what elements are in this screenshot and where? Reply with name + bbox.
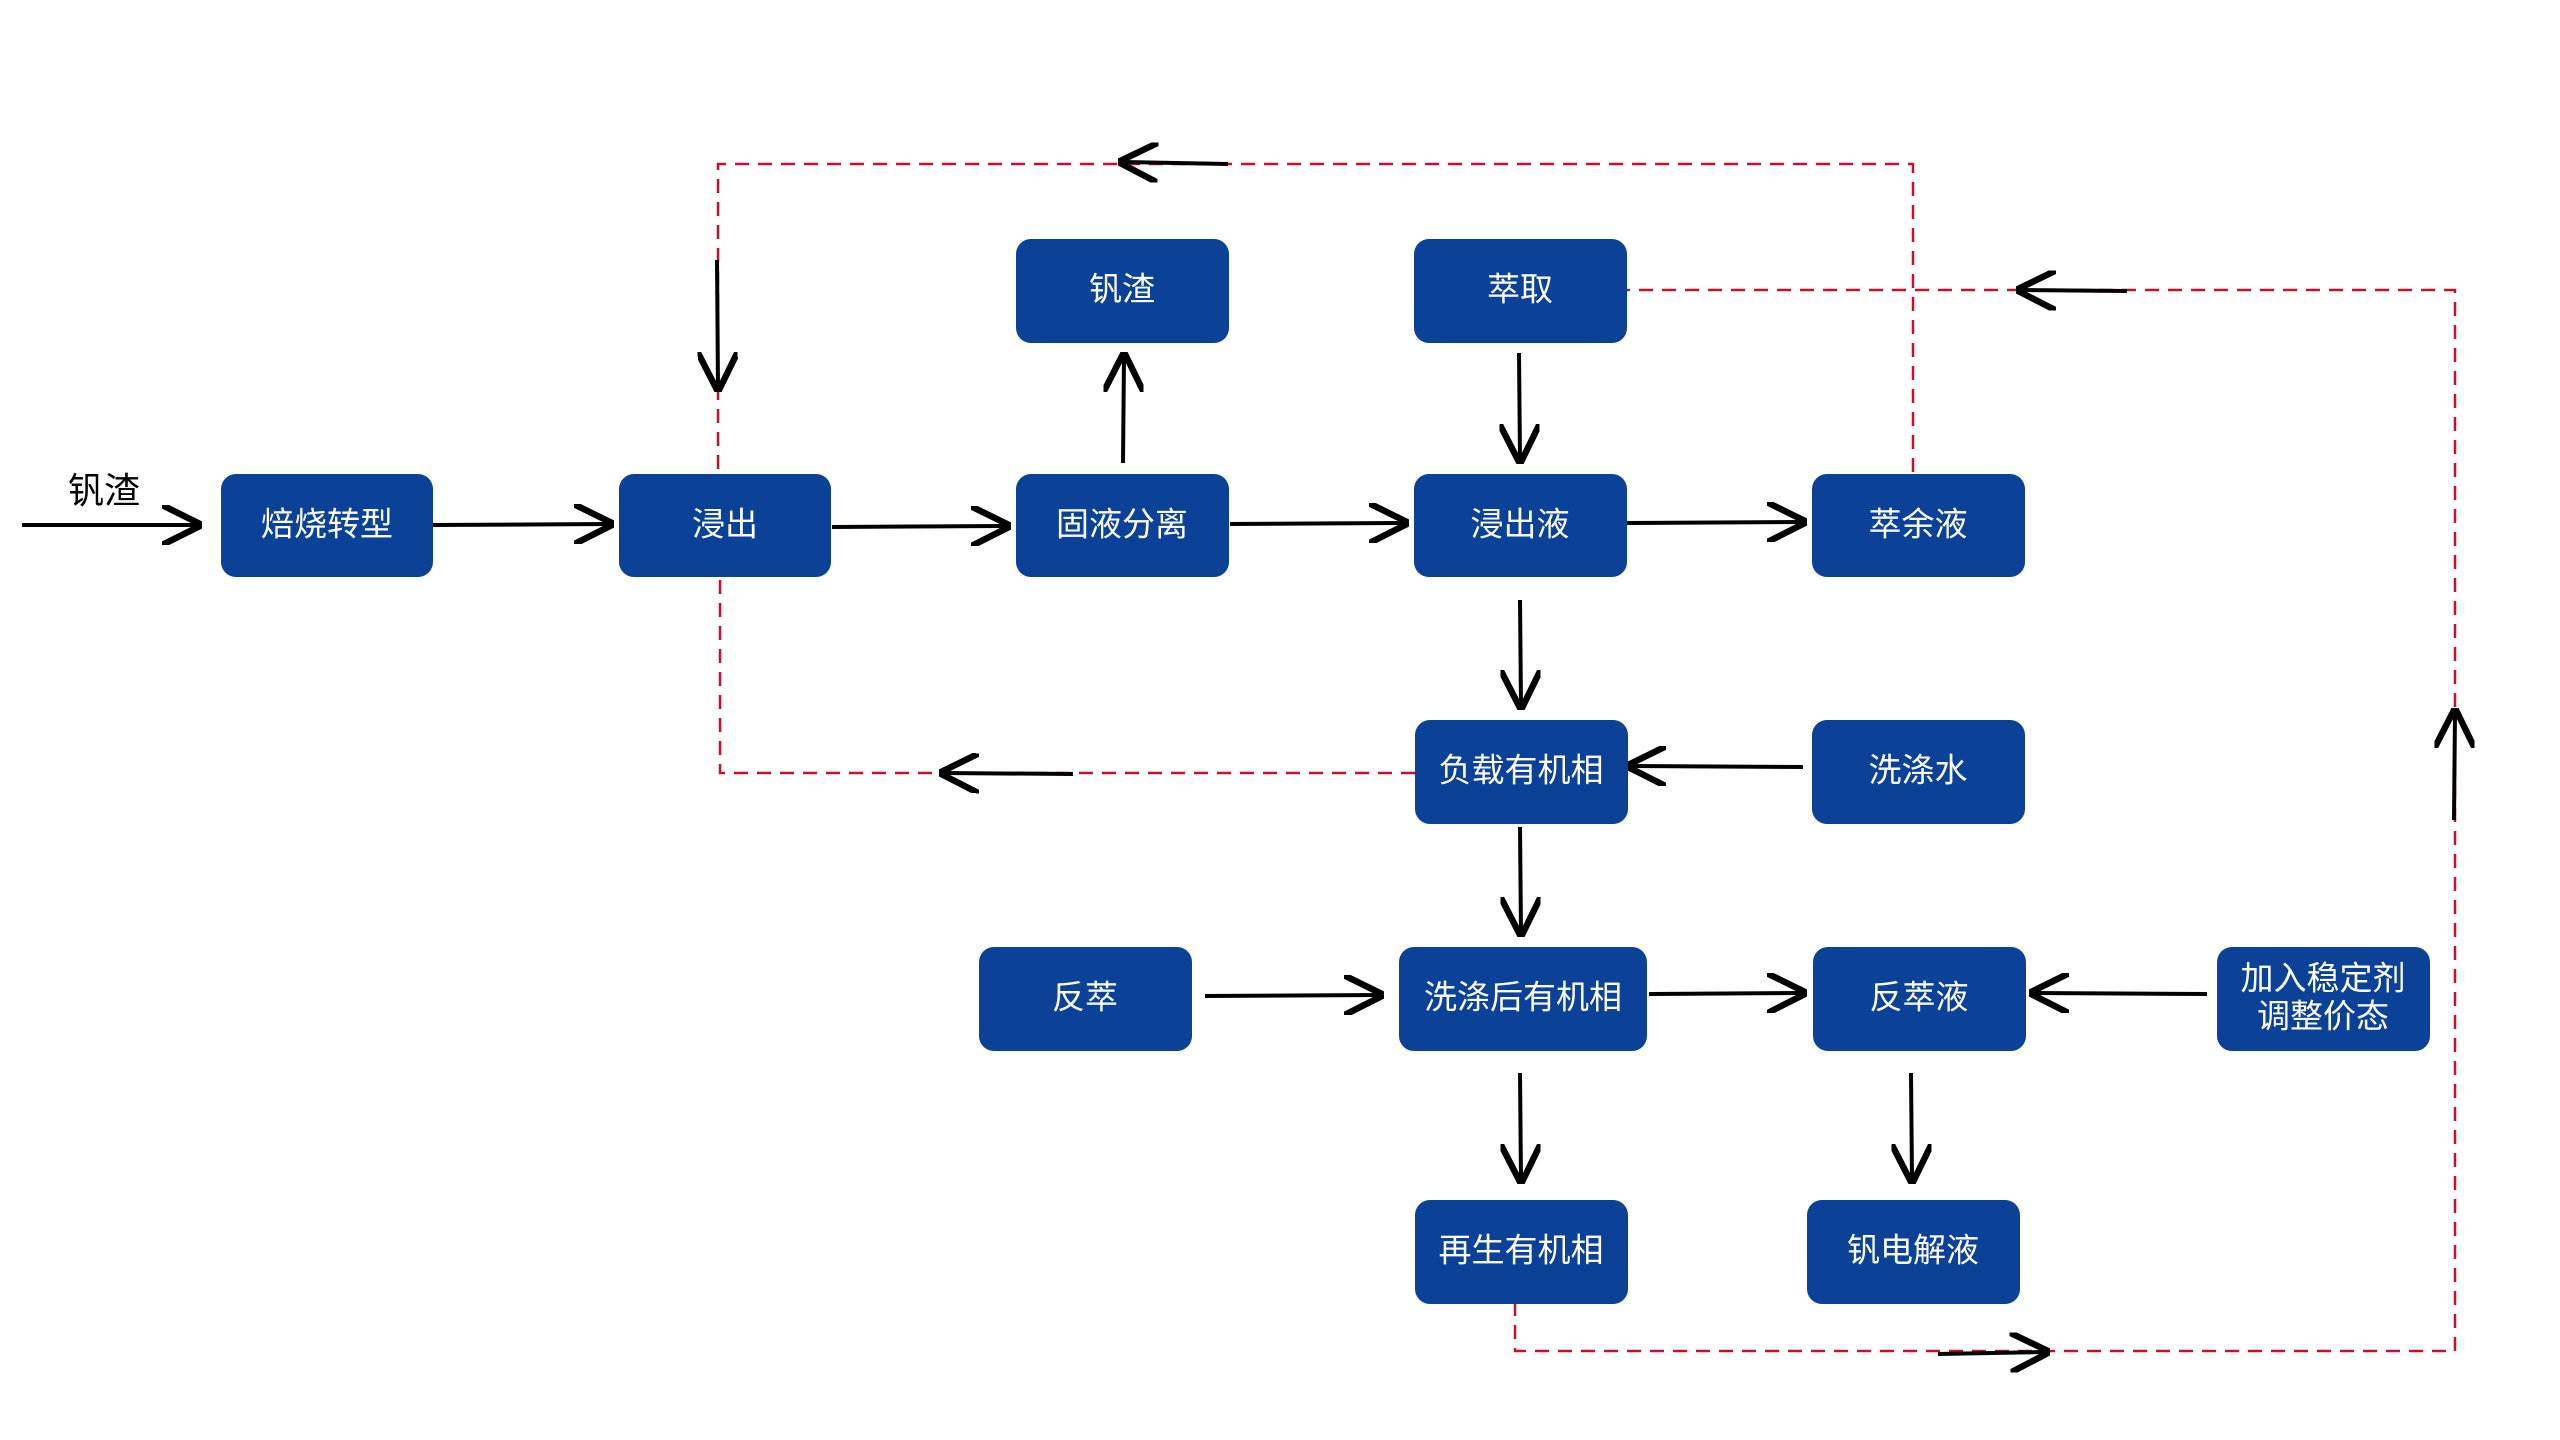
node-loaded-organic: 负载有机相 [1415,720,1628,824]
arrow-right-loop-up [2454,712,2455,821]
node-extraction: 萃取 [1414,239,1627,343]
loaded-organic-recycle-loop [718,580,1415,775]
node-separation: 固液分离 [1016,474,1229,577]
node-strip-liquor-label: 反萃液 [1870,978,1969,1017]
node-strip: 反萃 [979,947,1192,1051]
arrow-striplq-to-electrolyte [1911,1072,1912,1180]
node-raffinate-label: 萃余液 [1869,505,1968,544]
node-electrolyte-label: 钒电解液 [1847,1231,1979,1270]
node-residue-label: 钒渣 [1089,270,1155,309]
node-strip-liquor: 反萃液 [1813,947,2026,1051]
arrow-top-loop-direction [1122,162,1229,164]
node-roast: 焙烧转型 [221,474,433,577]
node-washed-organic: 洗涤后有机相 [1399,947,1647,1051]
arrow-loaded-to-washed [1520,826,1521,933]
node-roast-label: 焙烧转型 [261,505,393,544]
arrow-sep-to-residue [1123,356,1124,464]
process-nodes: 焙烧转型 浸出 钒渣 固液分离 萃取 浸出液 萃余液 负载有机相 [221,239,2430,1304]
node-extraction-label: 萃取 [1487,270,1553,309]
arrow-leachate-to-loaded [1520,599,1521,706]
node-loaded-organic-label: 负载有机相 [1439,751,1604,790]
regen-organic-recycle-loop [1513,288,2457,1353]
node-stabilizer-label-line1: 加入稳定剂 [2241,959,2406,998]
arrow-loaded-loop-direction [943,773,1074,774]
node-electrolyte: 钒电解液 [1807,1200,2020,1304]
node-washed-organic-label: 洗涤后有机相 [1424,978,1622,1017]
arrow-leach-to-sep [831,526,1007,527]
flow-arrows [22,162,2455,1354]
raffinate-recycle-loop [716,162,1915,472]
arrow-strip-to-washed [1204,995,1380,996]
node-residue: 钒渣 [1016,239,1229,343]
node-regenerated-organic: 再生有机相 [1415,1200,1628,1304]
node-regenerated-organic-label: 再生有机相 [1439,1231,1604,1270]
arrow-wash-to-loaded [1630,766,1804,767]
node-separation-label: 固液分离 [1056,505,1188,544]
arrow-roast-to-leach [432,524,610,525]
node-wash-water-label: 洗涤水 [1869,751,1968,790]
node-stabilizer-label-line2: 调整价态 [2257,997,2389,1036]
node-leach-label: 浸出 [692,505,758,544]
node-leachate-label: 浸出液 [1471,505,1570,544]
arrow-washed-to-striplq [1648,993,1803,994]
arrow-sep-to-leachate [1229,523,1405,524]
input-vanadium-slag-label: 钒渣 [68,471,140,512]
node-leach: 浸出 [619,474,831,577]
node-stabilizer: 加入稳定剂 调整价态 [2217,947,2430,1051]
arrow-bottom-loop-direction [1937,1352,2046,1354]
arrow-top-loop-down [717,259,718,388]
arrow-washed-to-regen [1520,1072,1521,1180]
arrow-stabilizer-to-striplq [2033,993,2208,994]
node-leachate: 浸出液 [1414,474,1627,577]
node-raffinate: 萃余液 [1812,474,2025,577]
arrow-leachate-to-raffinate [1626,522,1803,523]
arrow-extract-to-leachate [1519,352,1520,460]
arrow-extract-loop-direction [2020,290,2128,291]
node-wash-water: 洗涤水 [1812,720,2025,824]
node-strip-label: 反萃 [1052,978,1118,1017]
